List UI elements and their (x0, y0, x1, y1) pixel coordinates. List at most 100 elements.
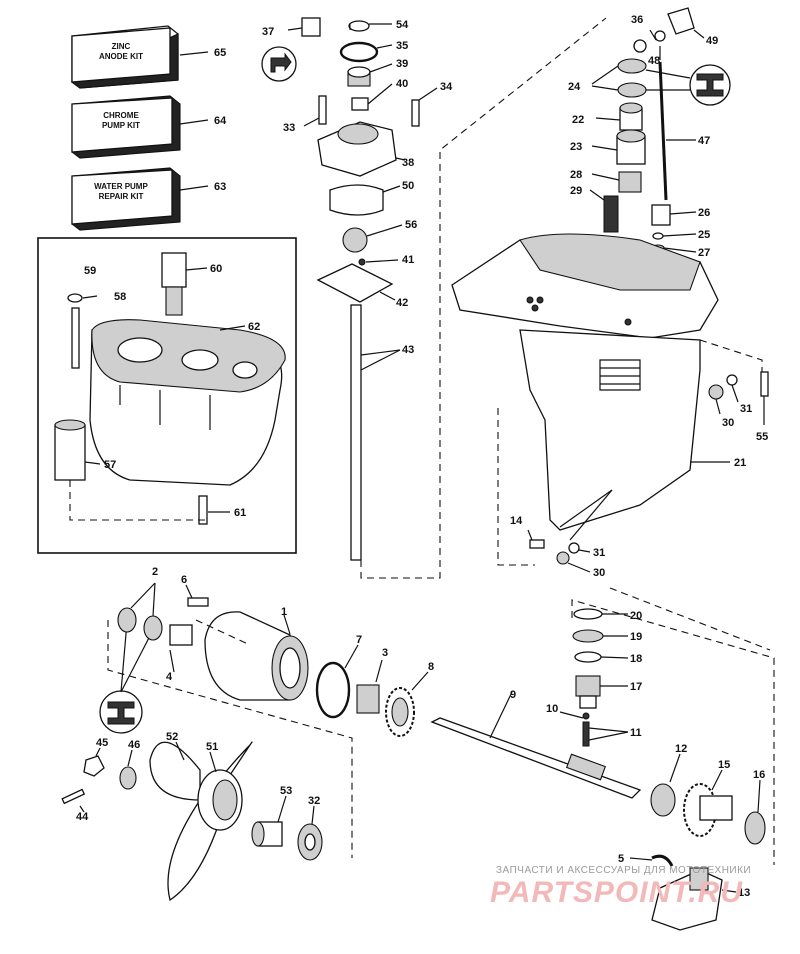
label-8: 8 (428, 661, 434, 673)
part-29 (589, 189, 619, 233)
label-30a: 30 (722, 417, 734, 429)
label-14: 14 (510, 515, 523, 527)
pump-part-33 (303, 95, 327, 127)
inset-part-57 (54, 419, 101, 481)
propeller-51 (149, 741, 253, 902)
label-63: 63 (214, 181, 226, 193)
part-6 (185, 584, 209, 607)
label-27: 27 (698, 247, 710, 259)
bearing-3 (356, 659, 383, 714)
label-58: 58 (114, 291, 126, 303)
bearing-carrier-1 (204, 611, 309, 701)
kit-waterpump-line2: REPAIR KIT (99, 192, 144, 201)
pump-part-37 (287, 17, 321, 37)
gear-15 (683, 769, 733, 837)
kit-chrome-line2: PUMP KIT (102, 121, 140, 130)
shift-lever-13 (651, 867, 737, 931)
label-50: 50 (402, 180, 414, 192)
label-24: 24 (568, 81, 581, 93)
label-22: 22 (572, 114, 584, 126)
inset-part-61 (198, 495, 230, 525)
propshaft-9 (430, 691, 642, 799)
label-10: 10 (546, 703, 558, 715)
label-33: 33 (283, 122, 295, 134)
label-23: 23 (570, 141, 582, 153)
label-64: 64 (214, 115, 227, 127)
part-26-25-27 (651, 204, 697, 253)
label-46: 46 (128, 739, 140, 751)
label-34: 34 (440, 81, 453, 93)
part-5 (629, 854, 674, 867)
label-45: 45 (96, 737, 108, 749)
label-11: 11 (630, 727, 642, 739)
driveshaft-43 (350, 304, 401, 561)
label-44: 44 (76, 811, 89, 823)
bearing-22 (595, 102, 643, 131)
pinion-stack-17-20 (572, 608, 629, 709)
kit-box-chrome-pump: CHROME PUMP KIT (71, 95, 181, 159)
pump-part-40 (351, 83, 393, 111)
inset-gearcase-top (89, 319, 286, 486)
parts-10-11 (559, 711, 629, 747)
label-9: 9 (510, 689, 516, 701)
label-60: 60 (210, 263, 222, 275)
pump-part-50 (329, 184, 401, 216)
label-55: 55 (756, 431, 768, 443)
label-31a: 31 (740, 403, 752, 415)
label-52: 52 (166, 731, 178, 743)
clutch-12 (650, 753, 681, 817)
label-43: 43 (402, 344, 414, 356)
parts-53-32 (251, 795, 323, 861)
inset-frame (37, 237, 297, 554)
label-47: 47 (698, 135, 710, 147)
bearing-23 (591, 129, 646, 165)
label-13: 13 (738, 887, 750, 899)
bearing-16 (744, 779, 766, 845)
shift-part-36-48-49 (633, 7, 705, 60)
label-54: 54 (396, 19, 409, 31)
kit-waterpump-line1: WATER PUMP (94, 182, 148, 191)
label-57: 57 (104, 459, 116, 471)
gearcase-housing-21 (451, 233, 730, 531)
label-56: 56 (405, 219, 417, 231)
label-32: 32 (308, 795, 320, 807)
pump-part-35 (339, 41, 393, 63)
label-53: 53 (280, 785, 292, 797)
label-61: 61 (234, 507, 246, 519)
label-31b: 31 (593, 547, 605, 559)
label-2: 2 (152, 566, 158, 578)
label-21: 21 (734, 457, 746, 469)
kit-box-zinc-anode: ZINC ANODE KIT (70, 25, 179, 89)
label-38: 38 (402, 157, 414, 169)
label-51: 51 (206, 741, 218, 753)
label-65: 65 (214, 47, 226, 59)
pump-part-41 (358, 258, 399, 266)
label-48: 48 (648, 55, 660, 67)
label-16: 16 (753, 769, 765, 781)
pump-elbow-icon (261, 46, 297, 82)
label-1: 1 (281, 606, 287, 618)
pump-part-39 (347, 63, 393, 87)
label-25: 25 (698, 229, 710, 241)
prop-hardware-44-45-46 (61, 747, 137, 813)
bearings-2 (117, 582, 163, 641)
pump-part-34 (411, 87, 438, 127)
kit-box-water-pump: WATER PUMP REPAIR KIT (71, 167, 181, 231)
label-7: 7 (356, 634, 362, 646)
label-28: 28 (570, 169, 582, 181)
pump-impeller-56 (342, 224, 403, 253)
oring-7 (315, 644, 359, 719)
label-3: 3 (382, 647, 388, 659)
pump-part-54 (348, 20, 392, 32)
parts-30-31-55 (527, 371, 769, 573)
label-17: 17 (630, 681, 642, 693)
label-15: 15 (718, 759, 730, 771)
kit-zinc-line1: ZINC (112, 42, 131, 51)
watermark-brand-logo: PARTSPOINT.RU (490, 876, 743, 909)
shift-rod-47 (658, 61, 696, 201)
bearing-icon-right (645, 64, 731, 106)
label-36: 36 (631, 14, 643, 26)
label-5: 5 (618, 853, 624, 865)
